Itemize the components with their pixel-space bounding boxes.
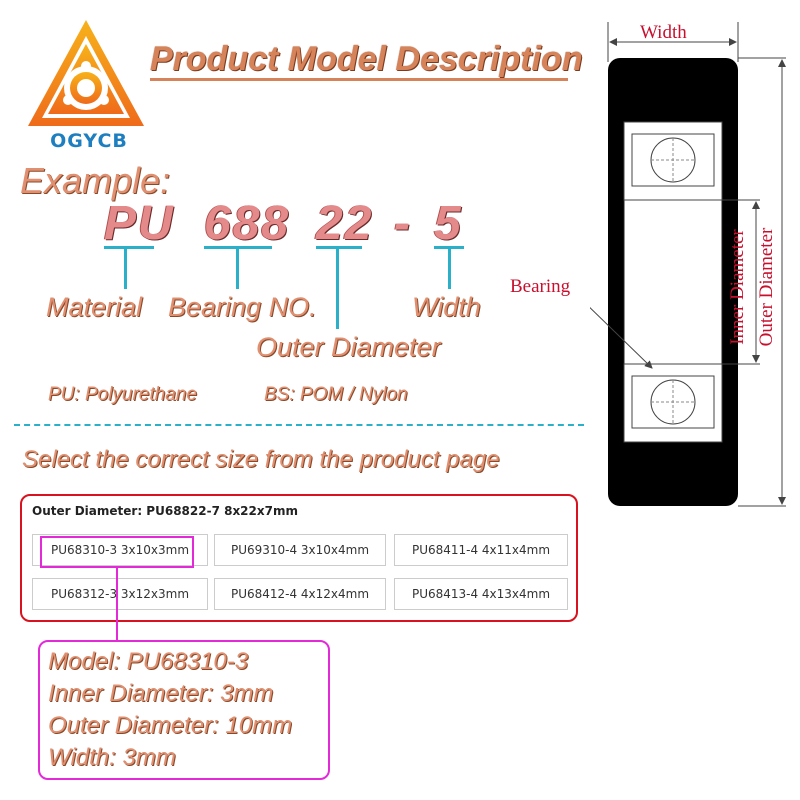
logo-text: OGYCB [50,130,128,152]
size-option[interactable]: PU68412-4 4x12x4mm [214,578,386,610]
underline-outer-diameter [316,246,362,249]
connector-bearing-no [236,249,239,289]
title-underline [150,78,568,81]
size-option[interactable]: PU68310-3 3x10x3mm [32,534,208,566]
label-outer-diameter: Outer Diameter [256,332,441,362]
diagram-inner-diameter-label: Inner Diameter [727,229,748,345]
size-option[interactable]: PU68413-4 4x13x4mm [394,578,568,610]
model-inner-diameter: Inner Diameter: 3mm [48,680,274,707]
page-title: Product Model Description [150,40,583,78]
size-selector: Outer Diameter: PU68822-7 8x22x7mm PU683… [20,494,578,622]
code-width: 5 [434,197,463,250]
size-option[interactable]: PU68411-4 4x11x4mm [394,534,568,566]
connector-width [448,249,451,289]
label-bearing-no: Bearing NO. [168,292,317,322]
material-pu: PU: Polyurethane [48,384,197,405]
material-bs: BS: POM / Nylon [264,384,408,405]
code-dash: - [394,197,412,250]
instruction-text: Select the correct size from the product… [22,446,500,473]
example-label: Example: [20,160,171,201]
model-outer-diameter: Outer Diameter: 10mm [48,712,293,739]
underline-bearing-no [204,246,272,249]
logo-icon [28,20,144,126]
model-info-box: Model: PU68310-3 Inner Diameter: 3mm Out… [38,640,330,780]
code-bearing-no: 688 [204,197,291,250]
selected-option-highlight [40,536,194,568]
model-width: Width: 3mm [48,744,176,771]
highlight-connector [116,568,118,640]
logo: OGYCB [26,18,146,158]
diagram-bearing-label: Bearing [510,276,571,297]
underline-width [434,246,464,249]
model-name: Model: PU68310-3 [48,648,249,675]
diagram-width-label: Width [640,22,687,43]
diagram-outer-diameter-label: Outer Diameter [756,227,777,347]
size-option[interactable]: PU68312-3 3x12x3mm [32,578,208,610]
label-material: Material [46,292,143,322]
underline-material [104,246,154,249]
selector-title: Outer Diameter: PU68822-7 8x22x7mm [32,504,298,518]
code-outer-diameter: 22 [316,197,374,250]
dashed-divider [14,424,584,426]
bearing-diagram [590,22,786,507]
label-width: Width [412,292,481,322]
code-material: PU [104,197,175,250]
size-option[interactable]: PU69310-4 3x10x4mm [214,534,386,566]
connector-material [124,249,127,289]
connector-outer-diameter [336,249,339,329]
